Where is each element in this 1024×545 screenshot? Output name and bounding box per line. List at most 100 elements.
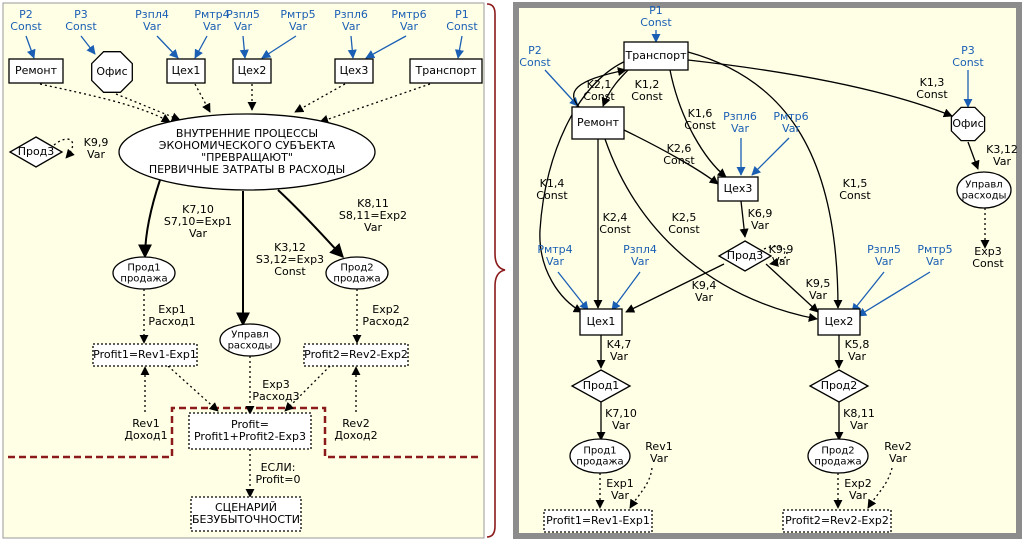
right-node-profit1-box [543,509,653,533]
right-label-k95-line: Var [809,289,827,302]
left-label-exp1-line: Расход1 [148,315,195,328]
left-edge-profit2 [284,365,331,412]
left-node-uprav-shape [219,323,281,357]
left-label-k811-line: K8,11 [357,197,389,210]
left-label-exp2-line: Расход2 [362,315,409,328]
right-node-prod2-shape [808,369,870,403]
right-label-k710-line: Var [612,419,630,432]
left-node-remont-box [8,58,64,84]
right-label-exp3-line: Exp3 [974,245,1001,258]
right-label-k25-line: Const [668,223,700,236]
right-node-prod2-sale-text-line: Прод2 [821,446,854,457]
left-input-p1-line: P1 [455,8,469,21]
left-label-k710-line: Var [189,227,207,240]
right-node-profit1-text: Profit1=Rev1-Exp1 [546,514,650,527]
right-node-prod2-sale-text-line: продажа [814,457,861,468]
left-node-prod2-sale-shape [325,256,389,290]
left-node-uprav-text-line: Управл [231,330,268,341]
left-input-p2-line: Const [10,20,42,33]
right-node-prod2-text: Прод2 [821,379,858,392]
left-node-prod1-sale-shape [112,256,176,290]
right-node-tseh1-box [579,308,623,336]
left-node-uprav-text-line: расходы [228,341,273,352]
right-input-rmtr5-line: Рмтр5 [917,243,952,256]
left-edge-p1 [454,35,464,59]
left-input-p3-line: P3 [74,8,88,21]
left-node-prod2-sale-text-line: продажа [333,274,380,285]
left-edge-tseh1 [194,83,211,113]
right-input-p3-line: Const [952,56,984,69]
right-label-rev2-line: Rev2 [884,440,911,453]
right-node-uprav-shape [956,171,1012,209]
left-input-p3-line: Const [65,20,97,33]
right-node-remont-text: Ремонт [577,116,620,129]
left-label-esli-line: Profit=0 [256,473,301,486]
left-node-prod3-shape [8,136,64,168]
left-node-tseh2-text: Цех2 [238,64,267,77]
left-node-profit1-box [92,343,198,367]
right-node-tseh1-text: Цех1 [587,315,616,328]
left-node-scenario-text-line: БЕЗУБЫТОЧНОСТИ [192,513,300,526]
left-node-prod3-text: Прод3 [18,145,55,158]
right-label-k13-line: K1,3 [920,76,945,89]
left-node-tseh3-text: Цех3 [340,64,369,77]
left-label-k99-line: Var [87,148,105,161]
left-label-rev2-line: Доход2 [334,429,377,442]
left-main-ellipse-text-line: ЭКОНОМИЧЕСКОГО СУБЪЕКТА [159,139,336,152]
left-node-remont-text-line: Ремонт [15,64,58,77]
right-node-prod1-sale-text-line: Прод1 [583,446,616,457]
left-edge-rpl4 [156,35,179,59]
right-label-k25-line: K2,5 [672,211,697,224]
right-label-k312-line: Var [993,155,1011,168]
right-edge-rmtr5 [857,271,931,317]
right-label-rev1-line: Rev1 [645,440,672,453]
right-label-k16-line: K1,6 [688,107,713,120]
left-main-ellipse-shape [118,113,376,191]
left-input-p1-line: Const [446,20,478,33]
right-input-rmtr4-line: Рмтр4 [537,243,572,256]
left-input-rpl4-line: Var [143,20,161,33]
right-node-prod1-sale-text-line: продажа [576,457,623,468]
right-node-tseh3-text: Цех3 [724,182,753,195]
right-input-p1-line: P1 [649,4,663,17]
right-edge-p2 [544,69,579,107]
right-node-ofis-shape [950,106,986,142]
left-edge-rpl5 [239,35,249,59]
right-edge-rmtr4 [557,271,589,311]
left-node-prod2-sale-text-line: Прод2 [340,263,373,274]
right-label-k14-line: K1,4 [540,177,565,190]
left-node-profit-box [188,412,312,450]
left-input-rmtr4-line: Var [203,20,221,33]
left-node-tseh3-box [334,58,374,84]
right-label-k69-line: K6,9 [748,207,773,220]
left-main-ellipse-text-line: ПЕРВИЧНЫЕ ЗАТРАТЫ В РАСХОДЫ [149,163,345,176]
left-input-rmtr6-line: Рмтр6 [391,8,426,21]
left-node-profit-text: Profit=Profit1+Profit2-Exp3 [194,418,306,443]
right-label-k21-line: Const [583,90,615,103]
left-label-exp3-line: Exp3 [262,378,289,391]
right-label-k95-line: K9,5 [806,277,831,290]
left-node-profit2-box [303,343,409,367]
left-node-profit-text-line: Profit= [231,418,269,431]
left-edge-p2 [25,35,36,59]
right-edge-remont-transport [573,67,627,109]
left-label-esli: ЕСЛИ:Profit=0 [256,461,301,486]
right-label-k94-line: Var [695,291,713,304]
left-main-ellipse-text-line: ВНУТРЕННИЕ ПРОЦЕССЫ [176,127,318,140]
